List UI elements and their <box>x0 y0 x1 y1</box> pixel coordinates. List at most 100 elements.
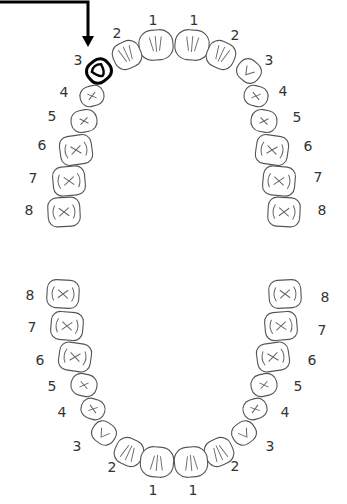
occlusal-mark <box>70 145 81 154</box>
tooth-outline <box>267 197 300 228</box>
tooth-number: 4 <box>274 82 292 100</box>
tooth <box>58 133 94 166</box>
tooth <box>268 279 301 309</box>
tooth <box>69 108 98 134</box>
tooth-number: 6 <box>33 136 51 154</box>
tooth-outline <box>254 133 290 166</box>
tooth-number: 7 <box>313 321 331 339</box>
occlusal-mark <box>273 204 296 219</box>
tooth <box>78 396 107 422</box>
tooth-outline <box>138 29 174 62</box>
tooth-outline <box>58 133 94 166</box>
tooth-outline <box>174 29 210 62</box>
tooth-outline <box>69 372 99 399</box>
tooth-outline <box>255 341 291 373</box>
incisal-mark <box>184 455 197 472</box>
incisal-mark <box>213 44 231 64</box>
tooth-number: 8 <box>316 288 334 306</box>
occlusal-mark <box>58 290 68 299</box>
occlusal-mark <box>279 208 289 217</box>
tooth-outline <box>52 165 86 197</box>
occlusal-mark <box>260 117 269 124</box>
occlusal-mark <box>259 381 268 389</box>
tooth-number: 7 <box>23 318 41 336</box>
tooth <box>139 446 174 479</box>
pointer-arrow <box>0 2 88 38</box>
tooth <box>242 83 270 109</box>
tooth <box>233 55 266 87</box>
tooth-outline <box>57 341 93 373</box>
occlusal-mark <box>62 322 73 331</box>
tooth-outline <box>46 279 79 309</box>
occlusal-mark <box>274 177 285 186</box>
tooth-number: 2 <box>108 24 126 42</box>
tooth-number: 2 <box>226 26 244 44</box>
occlusal-mark <box>274 286 297 301</box>
occlusal-mark <box>57 173 80 189</box>
tooth-outline <box>50 311 84 342</box>
tooth <box>50 311 84 342</box>
tooth-number: 8 <box>313 201 331 219</box>
occlusal-mark <box>59 208 69 217</box>
tooth <box>138 29 174 62</box>
tooth-number: 5 <box>43 107 61 125</box>
occlusal-mark <box>64 177 75 186</box>
incisal-mark <box>149 36 162 53</box>
tooth-number: 3 <box>261 437 279 455</box>
tooth-number: 1 <box>185 11 203 29</box>
tooth <box>173 446 208 479</box>
incisal-mark <box>211 443 229 463</box>
tooth-outline <box>262 165 296 197</box>
tooth-number: 5 <box>288 108 306 126</box>
tooth-number: 3 <box>69 51 87 69</box>
tooth-outline <box>249 372 279 399</box>
tooth <box>109 37 146 73</box>
cusp-mark <box>238 428 251 440</box>
tooth-number: 3 <box>260 51 278 69</box>
tooth <box>254 133 290 166</box>
incisal-mark <box>185 36 198 53</box>
tooth-number: 4 <box>53 403 71 421</box>
tooth-number: 6 <box>299 137 317 155</box>
tooth <box>69 372 99 399</box>
tooth-outline <box>78 83 106 109</box>
tooth-outline <box>249 108 278 134</box>
occlusal-mark <box>55 318 78 334</box>
tooth-number: 2 <box>103 458 121 476</box>
marked-canine <box>90 62 107 79</box>
tooth-number: 4 <box>276 403 294 421</box>
occlusal-mark <box>53 204 76 219</box>
tooth-number: 5 <box>43 377 61 395</box>
occlusal-mark <box>280 290 290 299</box>
tooth-number: 6 <box>31 351 49 369</box>
tooth <box>264 311 298 342</box>
tooth <box>240 396 269 422</box>
tooth <box>228 417 260 449</box>
tooth <box>46 279 79 309</box>
tooth-number: 8 <box>20 201 38 219</box>
occlusal-mark <box>269 318 292 334</box>
occlusal-mark <box>267 173 290 189</box>
tooth-number: 1 <box>144 11 162 29</box>
occlusal-mark <box>250 405 259 413</box>
occlusal-mark <box>87 92 96 100</box>
occlusal-mark <box>276 322 287 331</box>
tooth-outline <box>139 446 174 479</box>
tooth-number: 7 <box>24 169 42 187</box>
tooth-outline <box>240 396 269 422</box>
cusp-mark <box>242 65 255 78</box>
tooth-outline <box>88 417 120 449</box>
tooth <box>47 197 80 228</box>
occlusal-mark <box>266 145 277 154</box>
tooth-number: 6 <box>303 351 321 369</box>
occlusal-mark <box>63 349 87 366</box>
tooth <box>52 165 86 197</box>
tooth-outline <box>228 417 260 449</box>
tooth-number: 8 <box>21 286 39 304</box>
occlusal-mark <box>69 352 80 361</box>
tooth-outline <box>47 197 80 228</box>
tooth <box>174 29 210 62</box>
incisal-mark <box>150 455 163 472</box>
tooth <box>267 197 300 228</box>
